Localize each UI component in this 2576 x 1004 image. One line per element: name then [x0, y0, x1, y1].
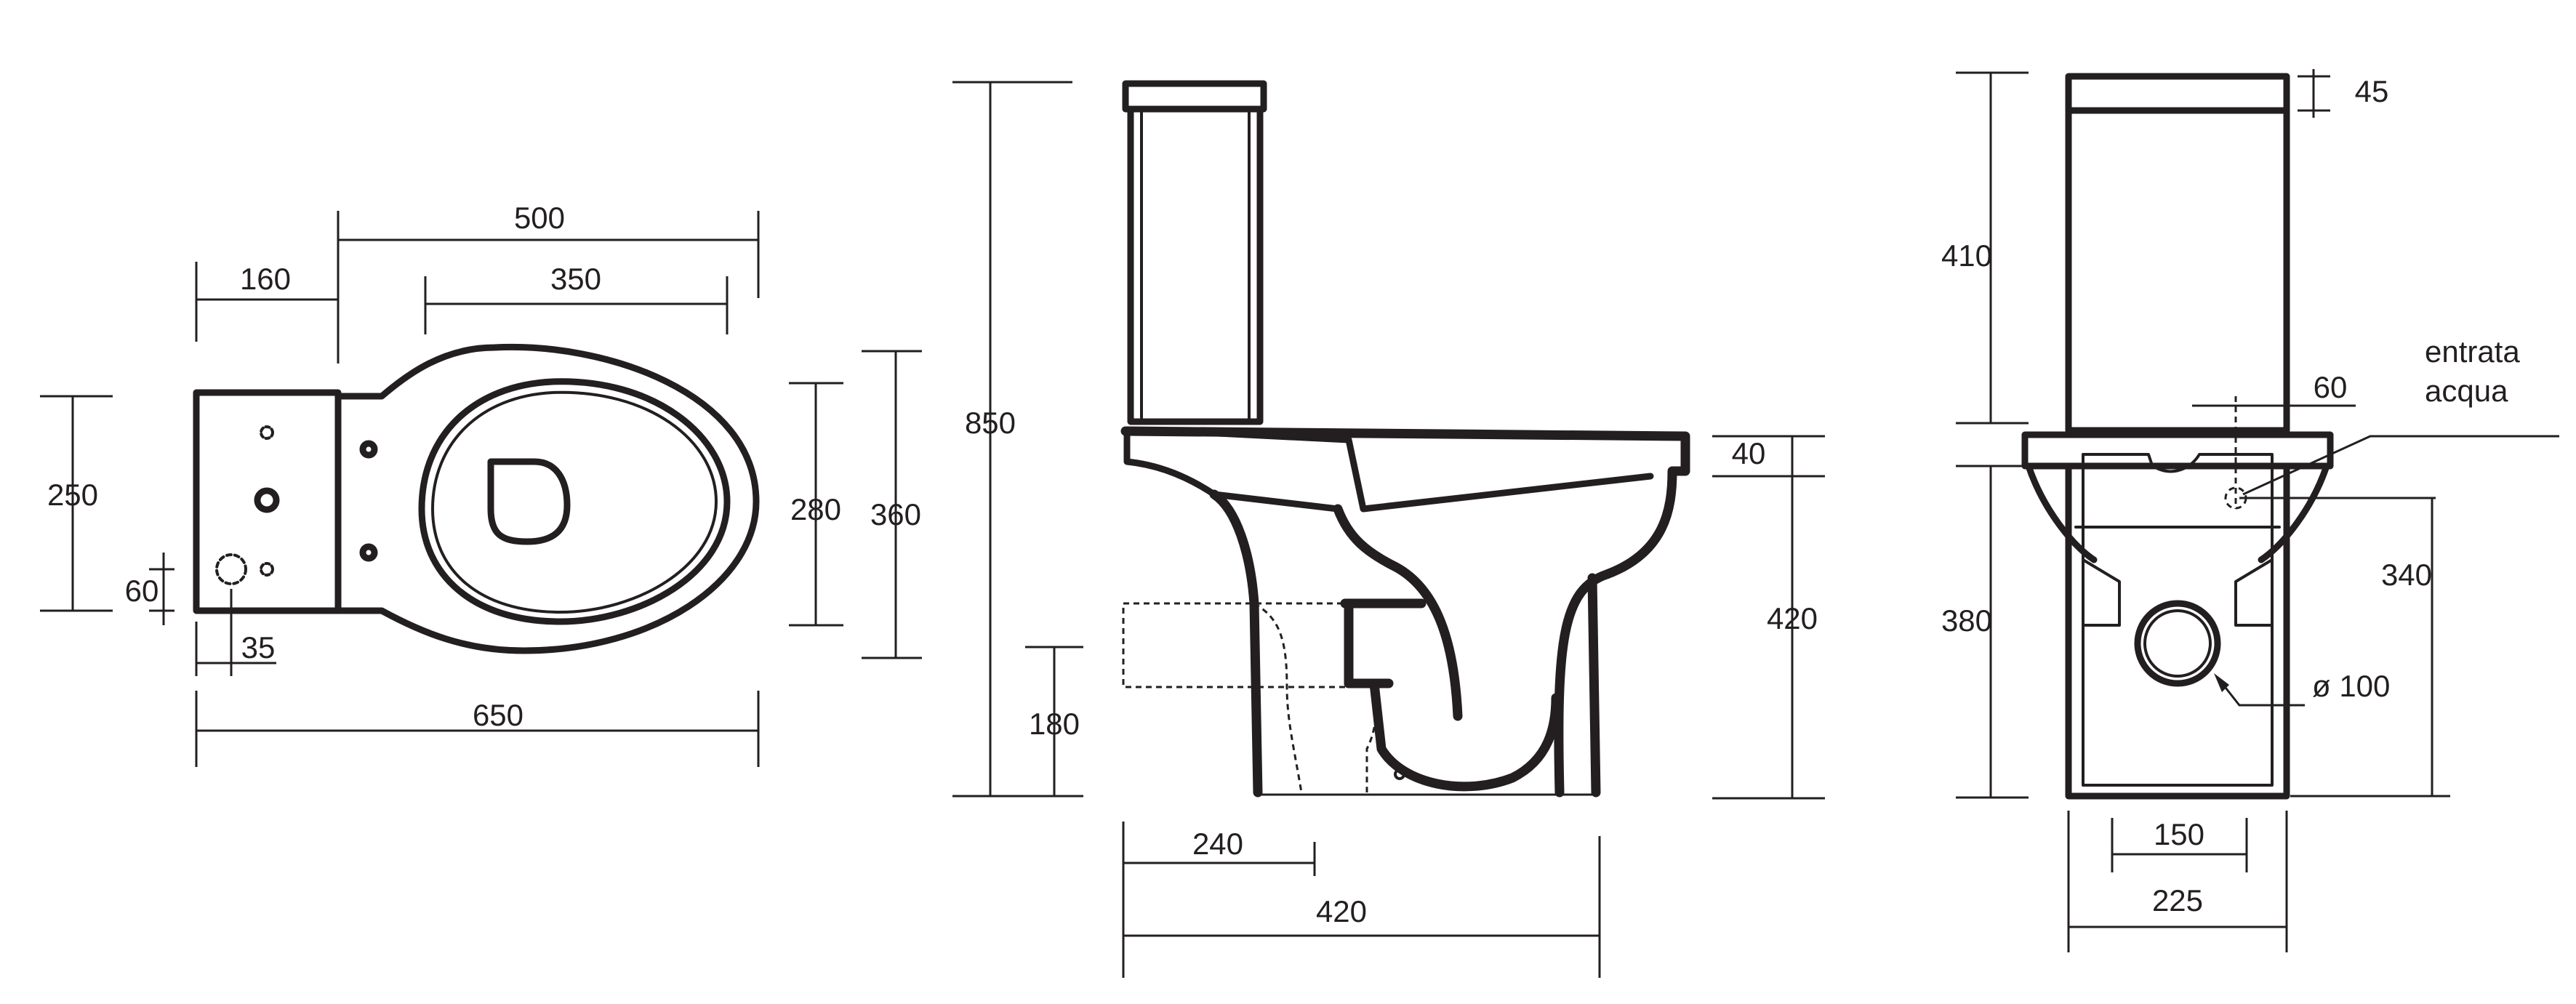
dim-side-outlet-height-180: 180 [1029, 707, 1080, 741]
dim-front-width-225: 225 [2152, 883, 2203, 917]
front-view-dimension-labels: 45 410 60 340 380 150 225 entrata acqua … [1941, 74, 2520, 917]
drain-diameter-label: ø 100 [2312, 669, 2390, 703]
front-view: 45 410 60 340 380 150 225 entrata acqua … [1941, 69, 2559, 952]
dim-front-inlet-offset-60: 60 [2314, 370, 2348, 404]
dim-side-rim-40: 40 [1732, 436, 1766, 470]
dim-top-inlet-offset-35: 35 [241, 630, 276, 664]
dim-front-inlet-height-340: 340 [2381, 558, 2432, 592]
front-view-outline [2021, 73, 2334, 800]
water-inlet-label-line2: acqua [2425, 374, 2508, 408]
top-view-dimension-lines [40, 211, 922, 767]
dim-side-rim-height-420: 420 [1767, 601, 1818, 635]
dim-top-bowl-width-360: 360 [870, 497, 921, 531]
dim-side-outlet-distance-240: 240 [1192, 827, 1243, 861]
dim-top-total-length-650: 650 [473, 698, 523, 732]
side-view-dimension-labels: 850 40 420 180 240 420 [965, 406, 1818, 928]
dim-side-depth-420: 420 [1316, 894, 1367, 928]
dim-top-opening-width-280: 280 [790, 492, 841, 526]
dim-top-inlet-offset-60: 60 [125, 574, 159, 608]
top-view-dimension-labels: 500 160 350 250 280 360 60 35 650 [47, 201, 921, 732]
top-view: 500 160 350 250 280 360 60 35 650 [40, 201, 922, 767]
dim-top-opening-length-350: 350 [550, 262, 601, 296]
dim-front-tank-410: 410 [1941, 238, 1992, 273]
water-inlet-label-line1: entrata [2425, 334, 2520, 369]
dim-top-width-500: 500 [514, 201, 565, 235]
side-view: 850 40 420 180 240 420 [952, 80, 1825, 978]
dim-front-bowl-380: 380 [1941, 603, 1992, 638]
top-view-outline [193, 343, 760, 654]
dim-side-height-850: 850 [965, 406, 1016, 440]
side-view-dimension-lines [952, 81, 1825, 978]
dim-top-tank-depth-160: 160 [240, 262, 291, 296]
dim-top-tank-width-250: 250 [47, 478, 98, 512]
side-view-outline [1120, 80, 1690, 798]
dim-front-base-150: 150 [2154, 817, 2204, 851]
dim-front-lid-45: 45 [2355, 74, 2389, 108]
front-view-dimension-lines [1956, 69, 2559, 952]
